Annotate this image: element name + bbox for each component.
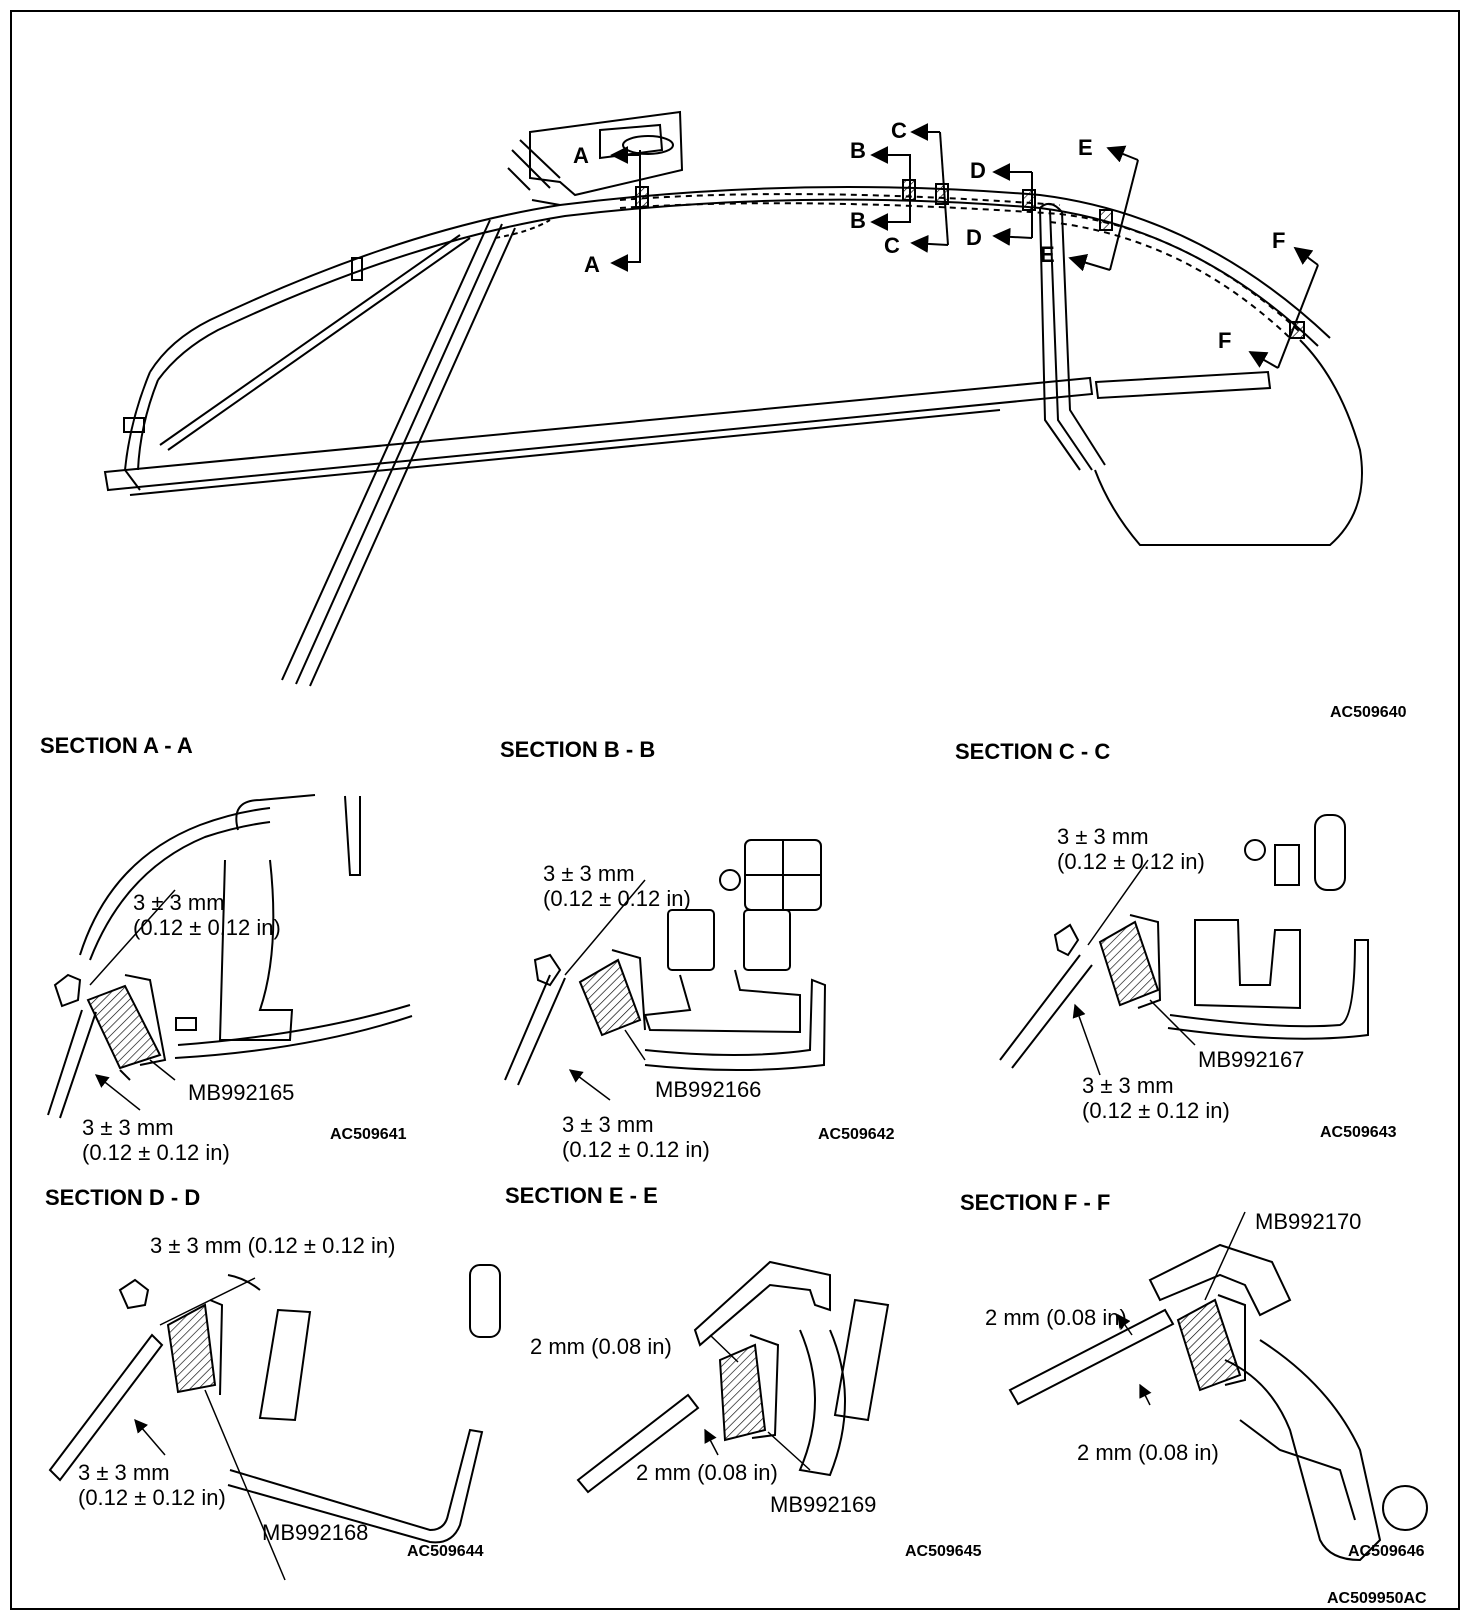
section-e-tool: MB992169: [770, 1492, 877, 1517]
callout-a-bottom: A: [584, 252, 600, 277]
section-d-title: SECTION D - D: [45, 1185, 201, 1210]
a-pillar: [123, 371, 151, 491]
section-b-art: [504, 839, 827, 1101]
rear-quarter: [1094, 339, 1363, 546]
section-d-dim-lower-in: (0.12 ± 0.12 in): [78, 1485, 226, 1510]
b-pillar: [1039, 207, 1106, 471]
section-e-dim-upper: 2 mm (0.08 in): [530, 1334, 672, 1359]
section-c-title: SECTION C - C: [955, 739, 1111, 764]
section-a-code: AC509641: [330, 1126, 407, 1143]
section-f-tool: MB992170: [1255, 1209, 1362, 1234]
section-a-dim-upper-in: (0.12 ± 0.12 in): [133, 915, 281, 940]
section-b-dim-lower: 3 ± 3 mm (0.12 ± 0.12 in): [562, 1112, 710, 1162]
callout-b-top: B: [850, 138, 866, 163]
glass-run-channel: [281, 219, 516, 687]
section-b-dim-lower-mm: 3 ± 3 mm: [562, 1112, 654, 1137]
section-f-dim-lower: 2 mm (0.08 in): [1077, 1440, 1219, 1465]
section-c-dim-upper-in: (0.12 ± 0.12 in): [1057, 849, 1205, 874]
callout-c-top: C: [891, 118, 907, 143]
a-pillar-clip: [123, 417, 145, 433]
callout-f-bottom: F: [1218, 328, 1232, 353]
section-d-dim-upper: 3 ± 3 mm (0.12 ± 0.12 in): [150, 1233, 396, 1258]
section-c-tool: MB992167: [1198, 1047, 1305, 1072]
roof-moulding: [149, 186, 1331, 373]
callout-e-bottom: E: [1040, 242, 1055, 267]
section-d-code: AC509644: [407, 1543, 484, 1560]
section-c-dim-upper: 3 ± 3 mm (0.12 ± 0.12 in): [1057, 824, 1205, 874]
figure-frame: [10, 10, 1460, 1610]
figure-code-main: AC509640: [1330, 704, 1407, 721]
section-f-dim-upper: 2 mm (0.08 in): [985, 1305, 1127, 1330]
section-c-code: AC509643: [1320, 1124, 1397, 1141]
section-a-dim-upper-mm: 3 ± 3 mm: [133, 890, 225, 915]
section-a-dim-lower: 3 ± 3 mm (0.12 ± 0.12 in): [82, 1115, 230, 1165]
section-b-dim-upper-in: (0.12 ± 0.12 in): [543, 886, 691, 911]
section-c-dim-upper-mm: 3 ± 3 mm: [1057, 824, 1149, 849]
section-d-dim-lower: 3 ± 3 mm (0.12 ± 0.12 in): [78, 1460, 226, 1510]
callout-e-top: E: [1078, 135, 1093, 160]
section-b-dim-upper: 3 ± 3 mm (0.12 ± 0.12 in): [543, 861, 691, 911]
section-c-dim-lower: 3 ± 3 mm (0.12 ± 0.12 in): [1082, 1073, 1230, 1123]
section-a-title: SECTION A - A: [40, 733, 193, 758]
section-a-dim-lower-in: (0.12 ± 0.12 in): [82, 1140, 230, 1165]
section-f-art: [1008, 1211, 1428, 1562]
section-c-dim-lower-in: (0.12 ± 0.12 in): [1082, 1098, 1230, 1123]
callout-d-top: D: [970, 158, 986, 183]
section-e-code: AC509645: [905, 1543, 982, 1560]
callout-a-top: A: [573, 143, 589, 168]
callout-f-top: F: [1272, 228, 1286, 253]
callout-c-bottom: C: [884, 233, 900, 258]
belt-moulding: [103, 376, 1094, 492]
section-b-dim-lower-in: (0.12 ± 0.12 in): [562, 1137, 710, 1162]
roof-clip: [351, 257, 363, 281]
section-b-title: SECTION B - B: [500, 737, 656, 762]
roof-antenna-base: [529, 110, 684, 197]
section-e-title: SECTION E - E: [505, 1183, 658, 1208]
sheet-code: AC509950AC: [1327, 1590, 1427, 1607]
section-d-tool: MB992168: [262, 1520, 369, 1545]
section-b-dim-upper-mm: 3 ± 3 mm: [543, 861, 635, 886]
callout-b-bottom: B: [850, 208, 866, 233]
section-e-dim-lower: 2 mm (0.08 in): [636, 1460, 778, 1485]
section-a-art: [47, 794, 413, 1119]
section-a-dim-lower-mm: 3 ± 3 mm: [82, 1115, 174, 1140]
section-cut-lines: [610, 123, 1319, 369]
vehicle-frame-view: [103, 110, 1363, 687]
section-b-tool: MB992166: [655, 1077, 762, 1102]
section-f-code: AC509646: [1348, 1543, 1425, 1560]
section-c-dim-lower-mm: 3 ± 3 mm: [1082, 1073, 1174, 1098]
section-d-art: [48, 1264, 501, 1581]
section-a-dim-upper: 3 ± 3 mm (0.12 ± 0.12 in): [133, 890, 281, 940]
section-a-tool: MB992165: [188, 1080, 295, 1105]
section-c-art: [999, 814, 1369, 1076]
callout-d-bottom: D: [966, 225, 982, 250]
section-b-code: AC509642: [818, 1126, 895, 1143]
section-d-dim-lower-mm: 3 ± 3 mm: [78, 1460, 170, 1485]
section-e-art: [576, 1260, 890, 1494]
section-f-title: SECTION F - F: [960, 1190, 1111, 1215]
